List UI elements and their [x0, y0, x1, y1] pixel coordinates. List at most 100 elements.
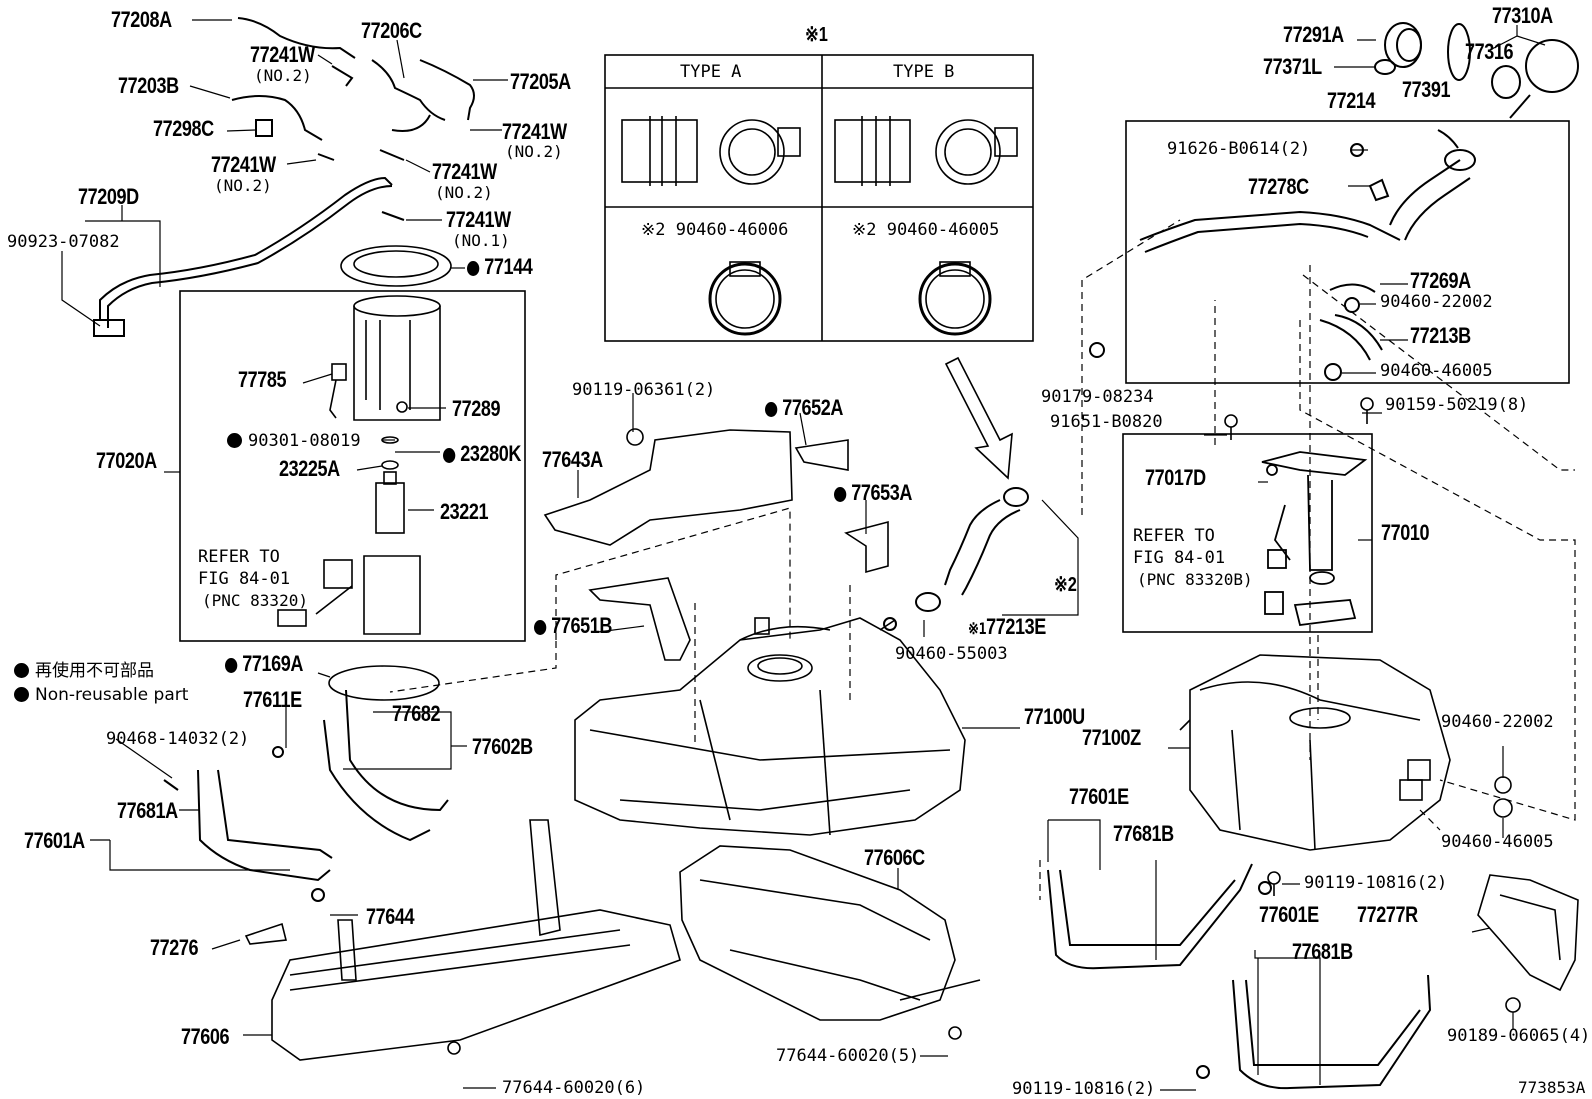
part-77205A: 77205A	[510, 69, 571, 94]
part-91626-B0614: 91626-B0614(2)	[1167, 139, 1311, 159]
part-77606: 77606	[181, 1024, 230, 1049]
type-inset-box	[604, 54, 1034, 342]
heat-shield-drawing	[543, 428, 889, 661]
type-b-hose-drawing	[834, 116, 1018, 186]
inset-mark: ※1	[805, 24, 828, 46]
non-reusable-mark	[443, 448, 456, 463]
part-77681B-b: 77681B	[1292, 939, 1353, 964]
part-77214: 77214	[1327, 88, 1376, 113]
right-straps-drawing	[1047, 863, 1432, 1090]
legend-dot	[14, 663, 29, 678]
part-77241W-e-note: (NO.1)	[452, 231, 510, 250]
part-77241W-d: 77241W	[432, 159, 497, 184]
part-77644-60020-5: 77644-60020(5)	[776, 1046, 920, 1066]
part-90460-46005-a: 90460-46005	[1380, 361, 1493, 381]
part-77241W-a-note: (NO.2)	[254, 66, 312, 85]
part-77169A-text: 77169A	[242, 651, 303, 676]
part-90179-08234: 90179-08234	[1041, 387, 1154, 407]
filler-pipe-box	[1125, 120, 1570, 384]
part-23225A: 23225A	[279, 456, 340, 481]
part-77611E: 77611E	[243, 687, 302, 712]
fuel-pump-box	[179, 290, 526, 642]
part-77652A: 77652A	[765, 397, 843, 419]
part-77100Z: 77100Z	[1082, 725, 1141, 750]
part-90119-10816-b: 90119-10816(2)	[1012, 1079, 1156, 1099]
part-77644-60020-6: 77644-60020(6)	[502, 1078, 646, 1098]
shield-77277R-drawing	[1477, 874, 1579, 1013]
part-90189-06065: 90189-06065(4)	[1447, 1026, 1591, 1046]
part-90460-22002-b: 90460-22002	[1441, 712, 1554, 732]
legend-dot	[14, 687, 29, 702]
part-77010: 77010	[1381, 520, 1430, 545]
part-77391: 77391	[1402, 77, 1451, 102]
fig-ref-1: FIG 84-01	[198, 569, 291, 589]
skid-plate-77606C-drawing	[679, 845, 981, 1040]
part-77241W-d-note: (NO.2)	[435, 183, 493, 202]
part-77785: 77785	[238, 367, 287, 392]
part-77601E-b: 77601E	[1259, 902, 1319, 927]
clamp-b-drawing	[918, 261, 992, 336]
leader-lines	[61, 19, 1546, 1091]
part-77310A: 77310A	[1492, 3, 1553, 28]
part-90301-08019: 90301-08019	[227, 433, 361, 450]
part-77017D: 77017D	[1145, 465, 1206, 490]
part-77203B: 77203B	[118, 73, 179, 98]
part-90460-55003: 90460-55003	[895, 644, 1008, 664]
part-77208A: 77208A	[111, 7, 172, 32]
part-77144-text: 77144	[484, 254, 533, 279]
part-23221: 23221	[440, 499, 489, 524]
non-reusable-mark	[227, 433, 242, 448]
part-77601A: 77601A	[24, 828, 85, 853]
part-77213E: ※177213E	[968, 616, 1046, 638]
part-77100U: 77100U	[1024, 704, 1085, 729]
legend-en: Non-reusable part	[14, 687, 188, 704]
fuel-lines-drawing	[93, 17, 475, 337]
part-90468-14032: 90468-14032(2)	[106, 729, 250, 749]
clamp-b-label: ※2 90460-46005	[852, 220, 1000, 240]
part-90301-text: 90301-08019	[248, 431, 361, 451]
part-77241W-b-note: (NO.2)	[505, 142, 563, 161]
part-77277R: 77277R	[1357, 902, 1418, 927]
part-77651B-text: 77651B	[551, 613, 612, 638]
part-77371L: 77371L	[1263, 54, 1322, 79]
non-reusable-mark	[834, 487, 847, 502]
part-77213E-mark: ※1	[968, 619, 987, 638]
part-77020A: 77020A	[96, 448, 157, 473]
part-77601E-a: 77601E	[1069, 784, 1129, 809]
part-77241W-b: 77241W	[502, 119, 567, 144]
skid-plate-77606-drawing	[244, 819, 681, 1061]
part-23280K: 23280K	[443, 443, 521, 465]
part-77209D: 77209D	[78, 184, 139, 209]
part-77241W-e: 77241W	[446, 207, 511, 232]
bolts-drawing	[1224, 397, 1374, 896]
clamp-a-label: ※2 90460-46006	[641, 220, 789, 240]
part-77298C: 77298C	[153, 116, 214, 141]
non-reusable-mark	[225, 658, 238, 673]
part-77681A: 77681A	[117, 798, 178, 823]
fuel-sender-drawing	[1261, 451, 1368, 626]
non-reusable-mark	[534, 620, 547, 635]
pump-assembly-drawing	[277, 245, 452, 701]
part-77213B: 77213B	[1410, 323, 1471, 348]
left-straps-drawing	[163, 689, 449, 902]
part-77602B: 77602B	[472, 734, 533, 759]
part-77606C: 77606C	[864, 845, 925, 870]
diagram-id: 773853A	[1518, 1078, 1586, 1097]
clamp-a-drawing	[708, 261, 782, 336]
part-77241W-c-note: (NO.2)	[214, 176, 272, 195]
non-reusable-mark	[467, 261, 480, 276]
type-a-label: TYPE A	[680, 62, 742, 82]
part-90119-10816-a: 90119-10816(2)	[1304, 873, 1448, 893]
filler-hose-drawing	[883, 487, 1029, 631]
part-77169A: 77169A	[225, 653, 303, 675]
part-77289: 77289	[452, 396, 501, 421]
part-77278C: 77278C	[1248, 174, 1309, 199]
part-77276: 77276	[150, 935, 199, 960]
part-77213E-text: 77213E	[986, 614, 1046, 639]
part-77213E-mark2: ※2	[1054, 574, 1077, 596]
part-90159-50219: 90159-50219(8)	[1385, 395, 1529, 415]
dashed-connectors	[389, 219, 1576, 900]
fuel-tank-77100U-drawing	[574, 617, 966, 836]
